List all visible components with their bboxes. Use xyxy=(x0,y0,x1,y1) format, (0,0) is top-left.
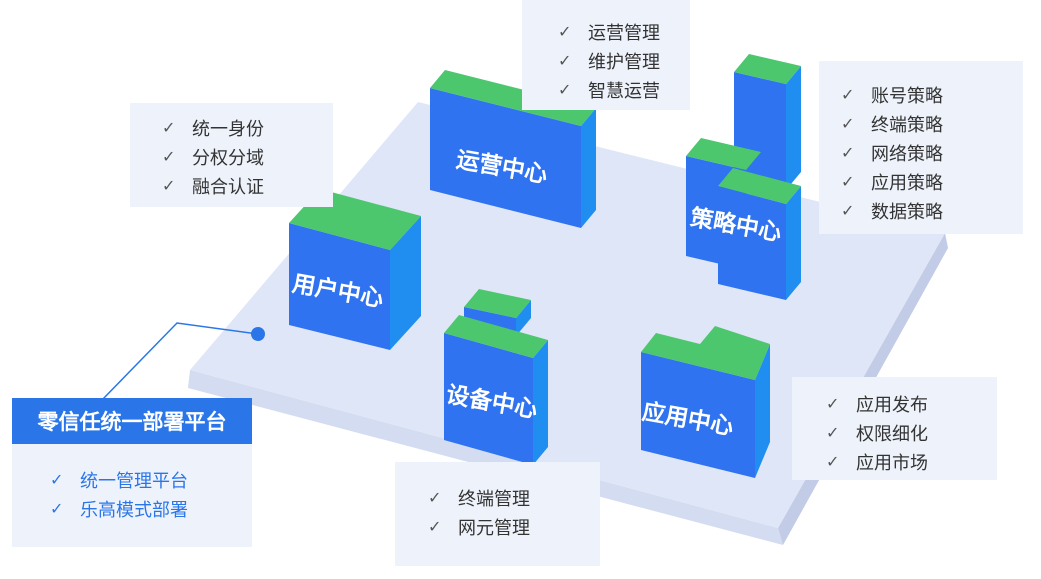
feature-item: ✓权限细化 xyxy=(826,423,928,445)
feature-item: ✓账号策略 xyxy=(841,85,943,107)
check-icon: ✓ xyxy=(826,423,840,442)
feature-item: ✓应用发布 xyxy=(826,394,928,416)
ops-center-panel: ✓运营管理 ✓维护管理 ✓智慧运营 xyxy=(522,0,690,110)
check-icon: ✓ xyxy=(558,51,572,70)
user-center-panel: ✓统一身份 ✓分权分域 ✓融合认证 xyxy=(130,103,333,207)
feature-item: ✓应用策略 xyxy=(841,172,943,194)
feature-item: ✓网元管理 xyxy=(428,517,530,539)
feature-item: ✓分权分域 xyxy=(162,147,264,169)
check-icon: ✓ xyxy=(162,147,176,166)
policy-center-feature-list: ✓账号策略 ✓终端策略 ✓网络策略 ✓应用策略 ✓数据策略 xyxy=(841,80,943,225)
feature-item: ✓乐高模式部署 xyxy=(50,499,188,521)
app-center-panel: ✓应用发布 ✓权限细化 ✓应用市场 xyxy=(792,377,997,480)
platform-title: 零信任统一部署平台 xyxy=(12,398,252,444)
check-icon: ✓ xyxy=(162,176,176,195)
feature-item: ✓网络策略 xyxy=(841,143,943,165)
ops-center-building xyxy=(430,70,596,228)
device-center-building xyxy=(444,289,548,465)
feature-item: ✓终端管理 xyxy=(428,488,530,510)
feature-item: ✓终端策略 xyxy=(841,114,943,136)
feature-item: ✓融合认证 xyxy=(162,176,264,198)
check-icon: ✓ xyxy=(558,22,572,41)
feature-item: ✓数据策略 xyxy=(841,201,943,223)
check-icon: ✓ xyxy=(826,394,840,413)
check-icon: ✓ xyxy=(841,201,855,220)
check-icon: ✓ xyxy=(428,488,442,507)
check-icon: ✓ xyxy=(841,143,855,162)
check-icon: ✓ xyxy=(428,517,442,536)
ops-center-feature-list: ✓运营管理 ✓维护管理 ✓智慧运营 xyxy=(558,17,660,104)
check-icon: ✓ xyxy=(50,470,64,489)
policy-center-panel: ✓账号策略 ✓终端策略 ✓网络策略 ✓应用策略 ✓数据策略 xyxy=(819,61,1023,234)
device-center-feature-list: ✓终端管理 ✓网元管理 xyxy=(428,483,530,541)
policy-center-building xyxy=(686,54,801,300)
feature-item: ✓维护管理 xyxy=(558,51,660,73)
device-center-panel: ✓终端管理 ✓网元管理 xyxy=(395,462,600,566)
feature-item: ✓运营管理 xyxy=(558,22,660,44)
platform-feature-list: ✓统一管理平台 ✓乐高模式部署 xyxy=(50,465,188,523)
check-icon: ✓ xyxy=(841,172,855,191)
app-center-building xyxy=(641,326,770,478)
feature-item: ✓统一身份 xyxy=(162,118,264,140)
check-icon: ✓ xyxy=(162,118,176,137)
app-center-feature-list: ✓应用发布 ✓权限细化 ✓应用市场 xyxy=(826,389,928,476)
check-icon: ✓ xyxy=(50,499,64,518)
feature-item: ✓应用市场 xyxy=(826,452,928,474)
feature-item: ✓智慧运营 xyxy=(558,80,660,102)
platform-panel: ✓统一管理平台 ✓乐高模式部署 xyxy=(12,444,252,547)
user-center-feature-list: ✓统一身份 ✓分权分域 ✓融合认证 xyxy=(162,113,264,200)
check-icon: ✓ xyxy=(841,114,855,133)
feature-item: ✓统一管理平台 xyxy=(50,470,188,492)
check-icon: ✓ xyxy=(558,80,572,99)
check-icon: ✓ xyxy=(841,85,855,104)
check-icon: ✓ xyxy=(826,452,840,471)
connector-line xyxy=(101,322,265,401)
